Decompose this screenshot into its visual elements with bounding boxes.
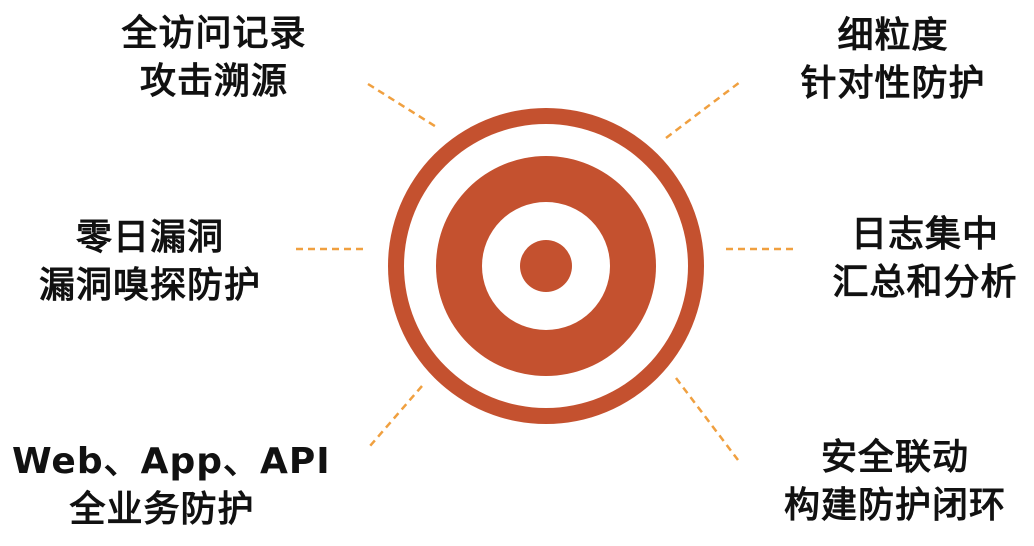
connector-bottom-left — [369, 385, 423, 447]
feature-label-top-left: 全访问记录 攻击溯源 — [64, 10, 364, 106]
connector-top-right — [665, 81, 741, 139]
feature-title: Web、App、API — [12, 441, 331, 482]
feature-subtitle: 构建防护闭环 — [783, 485, 1006, 526]
feature-subtitle: 针对性防护 — [800, 63, 986, 104]
target-bullseye — [520, 240, 572, 292]
feature-subtitle: 攻击溯源 — [139, 61, 288, 102]
feature-title: 日志集中 — [850, 214, 999, 255]
connector-bottom-right — [675, 377, 739, 461]
feature-label-bottom-left: Web、App、API 全业务防护 — [12, 438, 331, 534]
feature-label-mid-left: 零日漏洞 漏洞嗅探防护 — [0, 214, 300, 310]
feature-title: 零日漏洞 — [75, 217, 224, 258]
feature-title: 全访问记录 — [121, 13, 307, 54]
feature-label-top-right: 细粒度 针对性防护 — [743, 12, 1034, 108]
connector-lines — [296, 81, 798, 461]
feature-subtitle: 汇总和分析 — [832, 262, 1018, 303]
feature-subtitle: 漏洞嗅探防护 — [38, 265, 261, 306]
feature-title: 细粒度 — [837, 15, 949, 56]
feature-title: 安全联动 — [820, 437, 969, 478]
connector-top-left — [367, 82, 439, 130]
feature-label-bottom-right: 安全联动 构建防护闭环 — [745, 434, 1034, 530]
target-icon — [388, 108, 704, 424]
feature-subtitle: 全业务防护 — [69, 489, 255, 530]
feature-label-mid-right: 日志集中 汇总和分析 — [775, 211, 1034, 307]
